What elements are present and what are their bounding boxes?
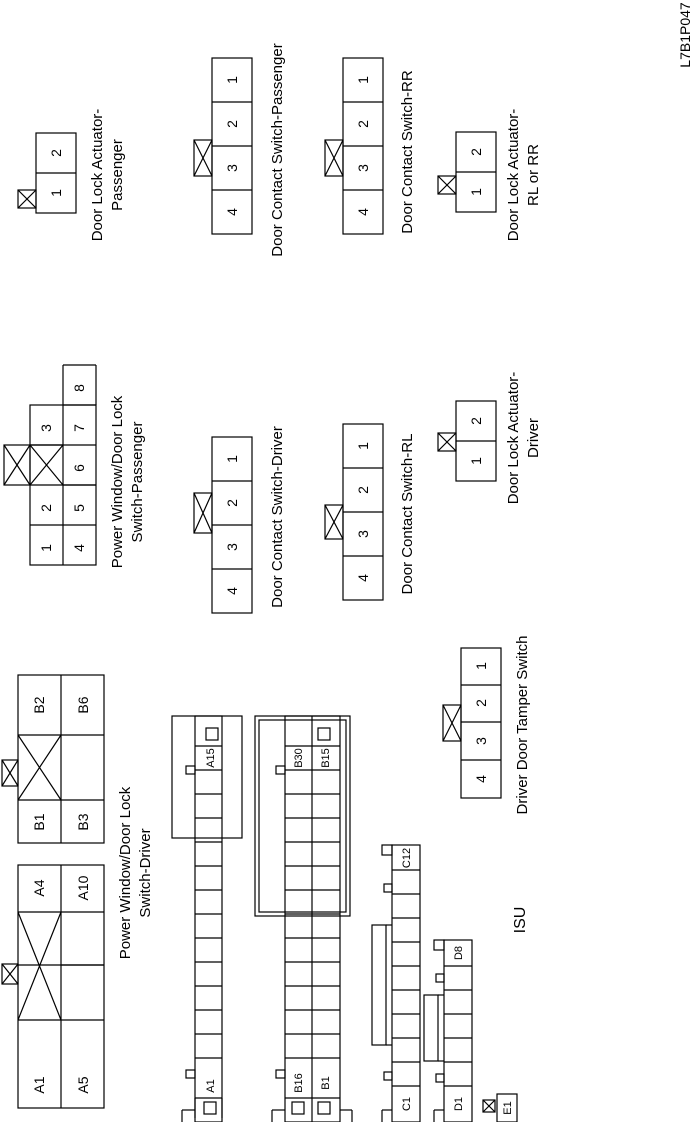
- isu-row-d: [423, 939, 473, 1122]
- pw-passenger-pin-1: 1: [38, 544, 54, 552]
- pw-driver-pin-b1: B1: [31, 813, 47, 830]
- tamper-pin-3: 3: [473, 737, 489, 745]
- dlock-rlrr-caption-2: RL or RR: [525, 144, 542, 206]
- dcontact-rr-pin-1: 1: [355, 76, 371, 84]
- figure-code-text: L7B1P047: [677, 2, 693, 68]
- dlock-passenger-pin-1: 1: [48, 189, 64, 197]
- connector-dlock-rlrr: 1 2 Door Lock Actuator- RL or RR: [437, 109, 542, 242]
- pw-driver-pin-a5: A5: [75, 1076, 91, 1093]
- connector-dlock-driver: 1 2 Door Lock Actuator- Driver: [437, 372, 542, 505]
- dcontact-driver-pin-3: 3: [224, 543, 240, 551]
- pw-driver-pin-b6: B6: [75, 696, 91, 713]
- isu-pin-b30: B30: [293, 748, 305, 768]
- dcontact-rl-caption: Door Contact Switch-RL: [399, 434, 416, 595]
- dlock-rlrr-pin-2: 2: [468, 148, 484, 156]
- pw-passenger-caption-2: Switch-Passenger: [129, 422, 146, 543]
- dcontact-passenger-caption: Door Contact Switch-Passenger: [269, 43, 286, 256]
- tamper-pin-1: 1: [473, 662, 489, 670]
- pw-driver-caption-1: Power Window/Door Lock: [117, 786, 134, 959]
- isu-row-e: [482, 1093, 518, 1122]
- pw-driver-left-block: [1, 864, 105, 1109]
- connector-pw-driver: A1 A4 A5 A10 B1 B2 B3 B6 Power Window/Do…: [1, 674, 154, 1109]
- tamper-pin-2: 2: [473, 699, 489, 707]
- dlock-passenger-pin-2: 2: [48, 149, 64, 157]
- dcontact-passenger-pin-3: 3: [224, 164, 240, 172]
- isu-pin-c12: C12: [401, 848, 413, 868]
- dlock-passenger-caption-2: Passenger: [109, 139, 126, 211]
- connector-dlock-passenger: 1 2 Door Lock Actuator- Passenger: [17, 109, 126, 242]
- connector-dcontact-rl: 4 3 2 1 Door Contact Switch-RL: [324, 423, 416, 601]
- dcontact-driver-pin-4: 4: [224, 587, 240, 595]
- pw-driver-pin-a1: A1: [31, 1076, 47, 1093]
- isu-row-a: [171, 715, 243, 1122]
- dlock-driver-caption-1: Door Lock Actuator-: [505, 372, 522, 505]
- isu-pin-a15: A15: [205, 748, 217, 768]
- figure-code: L7B1P047: [677, 2, 693, 68]
- dcontact-rl-pin-3: 3: [355, 530, 371, 538]
- isu-pin-a1: A1: [205, 1079, 217, 1092]
- pw-driver-pin-a4: A4: [31, 879, 47, 896]
- connector-dcontact-driver: 4 3 2 1 Door Contact Switch-Driver: [193, 426, 286, 614]
- dcontact-driver-pin-1: 1: [224, 455, 240, 463]
- dcontact-passenger-pin-4: 4: [224, 208, 240, 216]
- isu-pin-d1: D1: [453, 1097, 465, 1111]
- isu-pin-e1: E1: [502, 1101, 514, 1114]
- pw-driver-pin-b3: B3: [75, 813, 91, 830]
- dlock-driver-pin-1: 1: [468, 457, 484, 465]
- dlock-passenger-caption-1: Door Lock Actuator-: [89, 109, 106, 242]
- pw-passenger-pin-5: 5: [71, 504, 87, 512]
- pw-driver-caption-2: Switch-Driver: [137, 828, 154, 917]
- isu-caption: ISU: [512, 907, 529, 934]
- isu-row-b: [254, 715, 353, 1122]
- dlock-driver-caption-2: Driver: [525, 418, 542, 458]
- dcontact-rr-pin-3: 3: [355, 164, 371, 172]
- pw-passenger-pin-2: 2: [38, 504, 54, 512]
- pw-passenger-pin-7: 7: [71, 424, 87, 432]
- dcontact-rr-pin-4: 4: [355, 208, 371, 216]
- pw-passenger-pin-8: 8: [71, 384, 87, 392]
- dcontact-rl-pin-4: 4: [355, 574, 371, 582]
- dlock-driver-pin-2: 2: [468, 417, 484, 425]
- isu-pin-d8: D8: [453, 946, 465, 960]
- connector-tamper: 4 3 2 1 Driver Door Tamper Switch: [442, 636, 531, 815]
- pw-passenger-pin-6: 6: [71, 464, 87, 472]
- pw-driver-right-block: [1, 674, 105, 844]
- isu-pin-b15: B15: [320, 748, 332, 768]
- dcontact-driver-pin-2: 2: [224, 499, 240, 507]
- connector-dcontact-passenger: 4 3 2 1 Door Contact Switch-Passenger: [193, 43, 286, 257]
- pw-passenger-pin-3: 3: [38, 424, 54, 432]
- dcontact-passenger-pin-2: 2: [224, 120, 240, 128]
- isu-pin-b1: B1: [320, 1076, 332, 1089]
- dcontact-rr-pin-2: 2: [355, 120, 371, 128]
- isu-row-c: [371, 844, 421, 1122]
- dcontact-driver-caption: Door Contact Switch-Driver: [269, 426, 286, 608]
- dcontact-rl-pin-1: 1: [355, 442, 371, 450]
- pw-driver-pin-b2: B2: [31, 696, 47, 713]
- dlock-rlrr-pin-1: 1: [468, 188, 484, 196]
- dcontact-rl-pin-2: 2: [355, 486, 371, 494]
- pw-passenger-caption-1: Power Window/Door Lock: [109, 395, 126, 568]
- pw-driver-pin-a10: A10: [75, 875, 91, 900]
- isu-pin-c1: C1: [401, 1097, 413, 1111]
- tamper-pin-4: 4: [473, 775, 489, 783]
- dlock-rlrr-caption-1: Door Lock Actuator-: [505, 109, 522, 242]
- connector-dcontact-rr: 4 3 2 1 Door Contact Switch-RR: [324, 57, 416, 235]
- connector-pw-passenger: 1 2 3 4 5 6 7 8 Power Window/Door Lock S…: [3, 364, 146, 568]
- isu-pin-b16: B16: [293, 1073, 305, 1093]
- connector-isu: A1 A15: [171, 715, 529, 1122]
- tamper-caption: Driver Door Tamper Switch: [514, 636, 531, 815]
- dcontact-rr-caption: Door Contact Switch-RR: [399, 70, 416, 234]
- dcontact-passenger-pin-1: 1: [224, 76, 240, 84]
- pw-passenger-pin-4: 4: [71, 544, 87, 552]
